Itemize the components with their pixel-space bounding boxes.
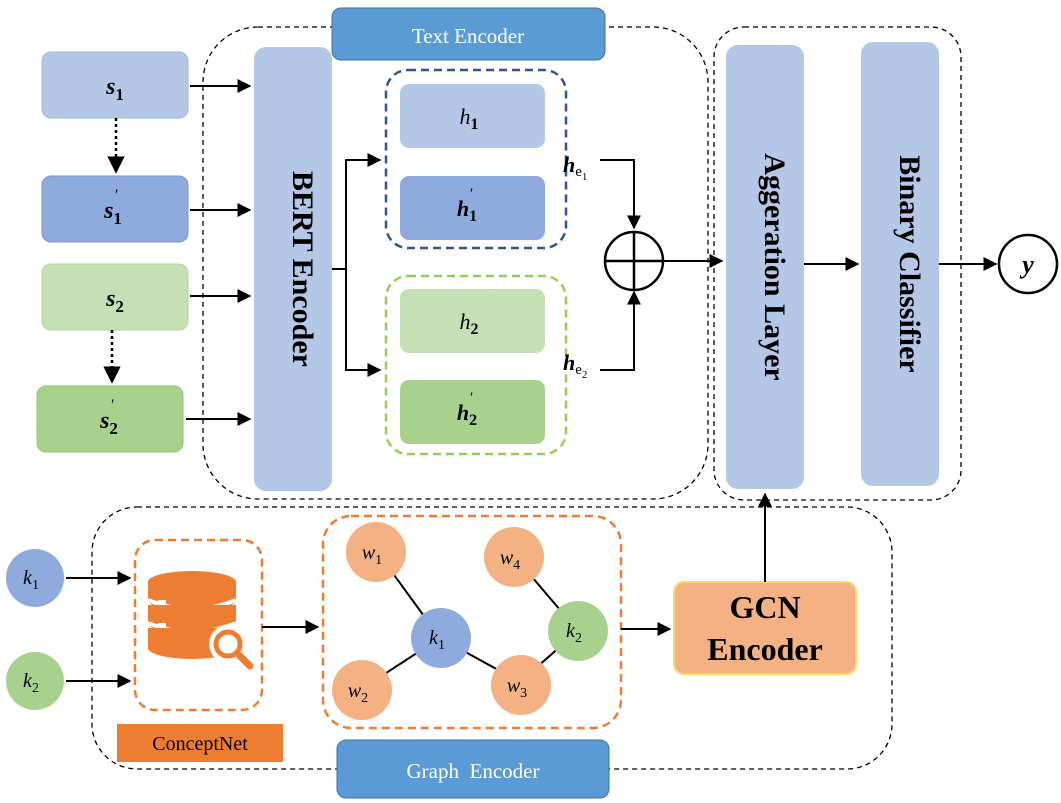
text-encoder-label: Text Encoder [412, 24, 524, 48]
binary-classifier-block [861, 42, 939, 486]
output-label: y [1019, 250, 1034, 279]
bert-encoder-label: BERT Encoder [286, 171, 319, 367]
h1-box [400, 84, 545, 148]
bert-encoder-block [254, 47, 332, 491]
graph-node-w3 [491, 655, 551, 715]
h1-prime-mark: ′ [470, 186, 473, 202]
conceptnet-tag [117, 724, 283, 762]
h2-label: h2 [460, 309, 479, 338]
output-node [997, 233, 1059, 295]
he1-to-sum-arrow [600, 159, 641, 230]
text-encoder-region [202, 26, 709, 500]
graph-node-w4-label: w4 [500, 547, 520, 573]
graph-node-w1 [346, 522, 406, 582]
keyword-k2-label: k2 [23, 670, 39, 696]
graph-node-w2-label: w2 [348, 680, 368, 706]
database-search-icon [147, 571, 254, 670]
conceptnet-dashed-box [133, 538, 264, 712]
input-s2-box [41, 263, 189, 331]
input-s2-prime-label: s2 [99, 408, 118, 438]
input-s1-prime-box [41, 175, 189, 243]
h2-box [400, 289, 545, 353]
h2-group-dashed [384, 274, 568, 456]
graph-node-k1-label: k1 [429, 627, 445, 653]
graph-node-k1 [411, 608, 471, 668]
h1-label: h1 [460, 104, 479, 133]
graph-node-k2-label: k2 [566, 620, 582, 646]
graph-encoder-label: Graph Encoder [407, 759, 540, 783]
he2-label: he2 [563, 350, 587, 381]
he1-label: he1 [563, 152, 587, 183]
h2-prime-label: h2 [457, 400, 477, 429]
gcn-encoder-label-line1: GCN [729, 589, 800, 625]
bert-branch-connector [332, 160, 347, 370]
aggregation-layer-label: Aggeration Layer [758, 153, 791, 380]
subgraph-dashed-box [321, 514, 623, 730]
graph-encoder-header [336, 739, 610, 799]
input-s1-prime-label: s1 [103, 198, 122, 228]
gcn-encoder-label-line2: Encoder [707, 631, 823, 667]
h2-prime-mark: ′ [470, 390, 473, 406]
sum-operator-icon [603, 230, 665, 292]
aggregation-layer-block [726, 45, 804, 489]
graph-node-k2 [548, 601, 608, 661]
input-s1-prime-mark: ′ [115, 187, 119, 204]
graph-node-w3-label: w3 [507, 675, 527, 701]
keyword-k2-node [6, 652, 64, 710]
conceptnet-label: ConceptNet [152, 733, 248, 755]
graph-node-w1-label: w1 [362, 542, 382, 568]
binary-classifier-label: Binary Classifier [893, 155, 926, 373]
h1-prime-box [400, 176, 545, 240]
keyword-k1-node [6, 549, 64, 607]
h1-prime-label: h1 [457, 196, 477, 225]
input-s2-prime-box [36, 385, 184, 453]
input-s1-label: s1 [105, 74, 124, 104]
graph-node-w2 [332, 660, 392, 720]
input-s2-prime-mark: ′ [111, 397, 115, 414]
h1-group-dashed [384, 68, 568, 250]
he2-to-sum-arrow [600, 290, 641, 371]
keyword-k1-label: k1 [23, 567, 39, 593]
h2-prime-box [400, 380, 545, 444]
text-encoder-header [331, 7, 606, 61]
input-s2-label: s2 [105, 286, 124, 316]
graph-node-w4 [484, 527, 544, 587]
